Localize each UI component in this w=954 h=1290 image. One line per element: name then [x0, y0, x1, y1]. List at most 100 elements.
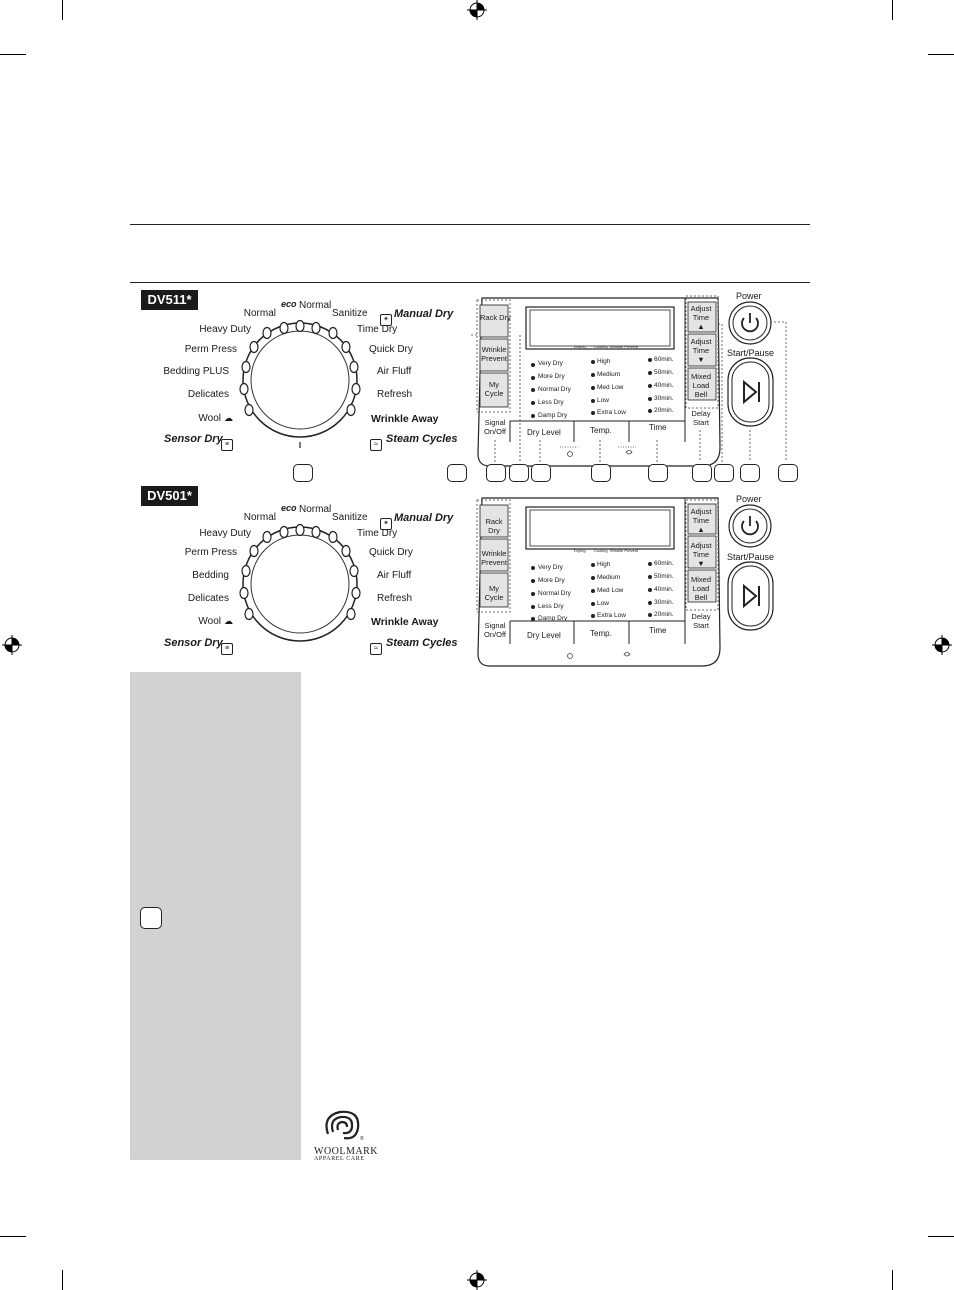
callout — [591, 464, 611, 482]
cycle-perm-press: Perm Press — [184, 547, 237, 558]
temp-item: High — [597, 358, 611, 365]
temp-item: Extra Low — [597, 612, 626, 619]
cycle-wrinkle-away: Wrinkle Away — [371, 616, 439, 628]
time-item: 50min. — [654, 369, 674, 376]
status-cooling: Cooling — [594, 344, 608, 349]
sensor-dry-icon: ≡ — [219, 636, 235, 655]
sensor-dry-icon: ≡ — [219, 432, 235, 451]
time-item: 40min. — [654, 586, 674, 593]
callout — [140, 907, 162, 929]
steam-icon: ≈ — [368, 636, 384, 655]
cycle-bedding: Bedding — [192, 570, 229, 581]
power-label: Power — [736, 494, 762, 504]
wool-icon: ☁ — [224, 616, 233, 626]
temp-item: Low — [597, 397, 609, 404]
cycle-delicates: Delicates — [187, 593, 229, 604]
time-button[interactable]: Time — [649, 626, 667, 635]
dry-level-item: Normal Dry — [538, 590, 571, 597]
signal-button[interactable]: Signal On/Off — [484, 621, 506, 639]
start-pause-button[interactable] — [726, 356, 776, 428]
callout — [714, 464, 734, 482]
wrinkle-prevent-button[interactable]: Wrinkle Prevent — [481, 549, 507, 567]
dry-level-item: More Dry — [538, 577, 565, 584]
temp-item: Medium — [597, 371, 621, 378]
adjust-time-up-button[interactable]: Adjust Time ▲ — [690, 507, 712, 534]
cycle-air-fluff: Air Fluff — [377, 366, 412, 377]
cycle-eco-normal: Normal — [299, 504, 332, 515]
wrinkle-prevent-button[interactable]: Wrinkle Prevent — [481, 345, 507, 363]
my-cycle-button[interactable]: My Cycle — [484, 584, 504, 602]
control-panel — [470, 295, 787, 467]
cycle-delicates: Delicates — [187, 389, 229, 400]
time-button[interactable]: Time — [649, 423, 667, 432]
start-pause-button[interactable] — [726, 560, 776, 632]
manual-dry-label: Manual Dry — [394, 512, 454, 524]
manual-dry-icon: ✴ — [378, 307, 394, 326]
status-cooling: Cooling — [594, 548, 608, 553]
cycle-time-dry: Time Dry — [357, 528, 398, 539]
temp-item: High — [597, 561, 611, 568]
adjust-time-up-button[interactable]: Adjust Time ▲ — [690, 304, 712, 331]
temp-button[interactable]: Temp. — [590, 426, 612, 435]
mixed-load-bell-button[interactable]: Mixed Load Bell — [690, 372, 711, 399]
mixed-load-bell-button[interactable]: Mixed Load Bell — [690, 575, 711, 602]
time-item: 60min. — [654, 560, 674, 567]
cycle-dial[interactable] — [230, 300, 370, 460]
dry-level-item: More Dry — [538, 373, 565, 380]
delay-start-button[interactable]: Delay Start — [691, 409, 711, 427]
dry-level-item: Less Dry — [538, 399, 564, 406]
cycle-time-dry: Time Dry — [357, 324, 398, 335]
cycle-bedding: Bedding PLUS — [163, 366, 229, 377]
status-wrinkle-prevent: Wrinkle Prevent — [610, 344, 639, 349]
sensor-dry-label: Sensor Dry — [164, 637, 223, 649]
temp-item: Extra Low — [597, 409, 626, 416]
time-item: 30min. — [654, 395, 674, 402]
adjust-time-down-button[interactable]: Adjust Time ▼ — [690, 541, 712, 568]
dry-level-item: Less Dry — [538, 603, 564, 610]
temp-item: Med Low — [597, 587, 624, 594]
callout — [740, 464, 760, 482]
wool-icon: ☁ — [224, 413, 233, 423]
temp-item: Medium — [597, 574, 621, 581]
cycle-heavy-duty: Heavy Duty — [199, 528, 251, 539]
cycle-quick-dry: Quick Dry — [369, 344, 413, 355]
dry-level-item: Normal Dry — [538, 386, 571, 393]
dry-level-item: Very Dry — [538, 360, 563, 367]
callout — [778, 464, 798, 482]
manual-dry-label: Manual Dry — [394, 308, 454, 320]
power-button[interactable] — [726, 300, 774, 348]
dry-level-button[interactable]: Dry Level — [527, 631, 561, 640]
callout — [648, 464, 668, 482]
cycle-quick-dry: Quick Dry — [369, 547, 413, 558]
steam-cycles-label: Steam Cycles — [386, 637, 458, 649]
steam-icon: ≈ — [368, 432, 384, 451]
temp-item: Low — [597, 600, 609, 607]
signal-button[interactable]: Signal On/Off — [484, 418, 506, 436]
dry-level-item: Very Dry — [538, 564, 563, 571]
power-button[interactable] — [726, 503, 774, 551]
cycle-wool: Wool — [198, 413, 221, 424]
cycle-air-fluff: Air Fluff — [377, 570, 412, 581]
model-tag: DV501* — [141, 486, 198, 506]
control-panel — [476, 497, 721, 667]
cycle-perm-press: Perm Press — [184, 344, 237, 355]
time-item: 20min. — [654, 407, 674, 414]
start-pause-label: Start/Pause — [727, 348, 775, 358]
my-cycle-button[interactable]: My Cycle — [484, 380, 504, 398]
adjust-time-down-button[interactable]: Adjust Time ▼ — [690, 337, 712, 364]
delay-start-button[interactable]: Delay Start — [691, 612, 711, 630]
steam-cycles-label: Steam Cycles — [386, 433, 458, 445]
callout — [486, 464, 506, 482]
top-rule — [130, 224, 810, 225]
cycle-wool: Wool — [198, 616, 221, 627]
time-item: 20min. — [654, 611, 674, 618]
dry-level-item: Damp Dry — [538, 412, 568, 419]
time-item: 50min. — [654, 573, 674, 580]
cycle-dial[interactable] — [230, 504, 370, 654]
temp-button[interactable]: Temp. — [590, 629, 612, 638]
rack-dry-button[interactable]: Rack Dry — [480, 313, 511, 322]
cycle-refresh: Refresh — [377, 593, 413, 604]
dry-level-button[interactable]: Dry Level — [527, 428, 561, 437]
rack-dry-button[interactable]: Rack Dry — [485, 517, 503, 535]
